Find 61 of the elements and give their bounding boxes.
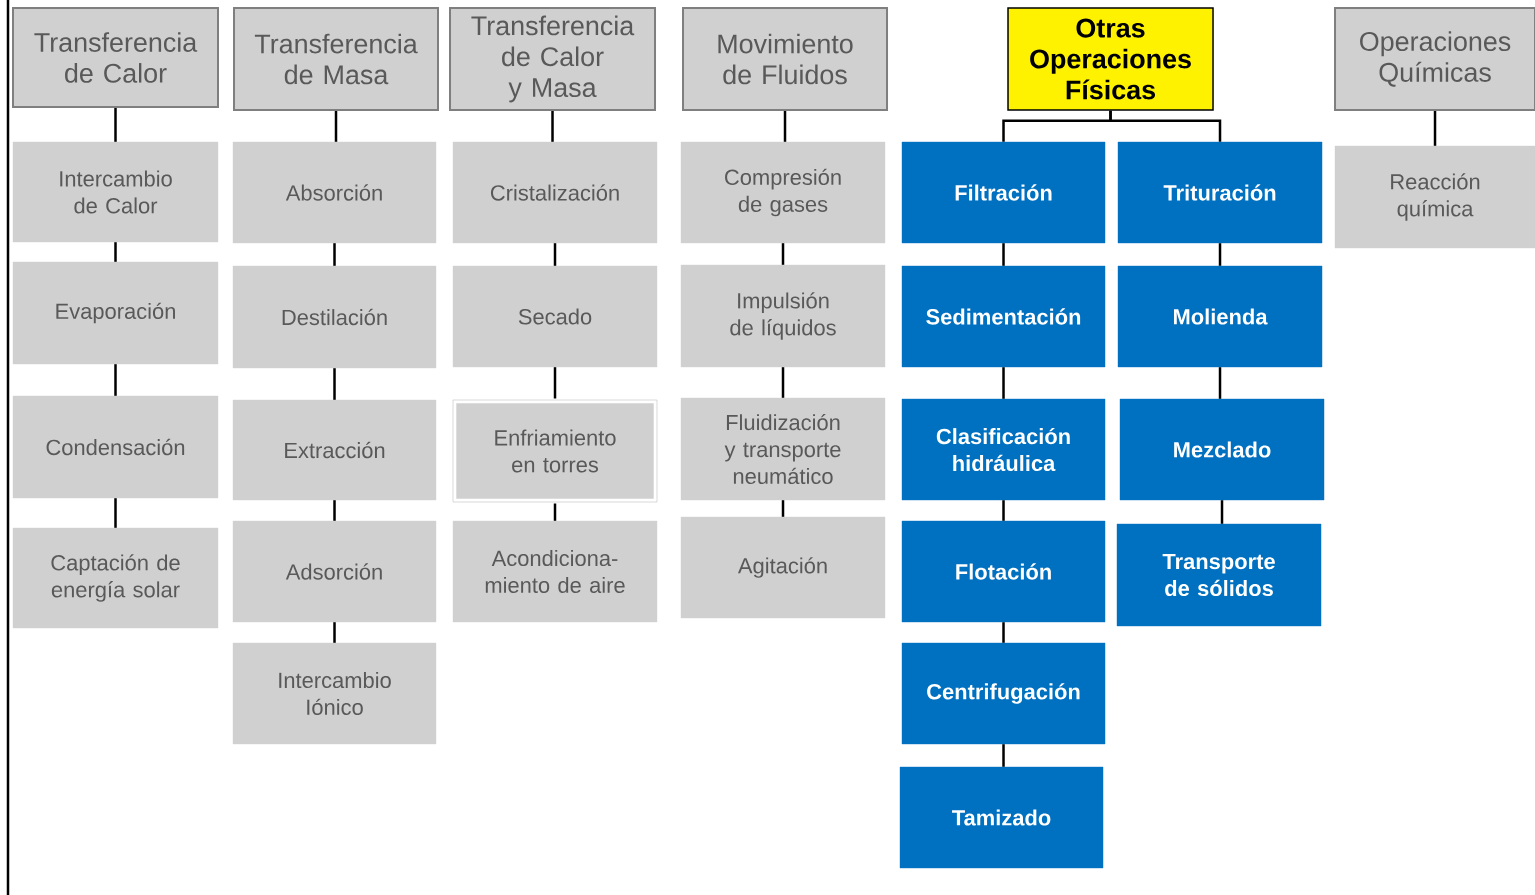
operation-box: Fluidización y transporte neumático <box>680 397 886 501</box>
operation-box: Flotación <box>901 520 1106 623</box>
operation-box: Acondiciona-miento de aire <box>452 520 658 623</box>
connector-line <box>551 111 554 142</box>
connector-line <box>114 364 117 396</box>
operation-box: Reacción química <box>1334 145 1535 249</box>
connector-line <box>783 111 787 142</box>
operation-box: Tamizado <box>899 766 1104 869</box>
operation-box: Compresión de gases <box>680 141 886 244</box>
operation-box: Clasificación hidráulica <box>901 398 1106 501</box>
header-box: Transferencia de Calor y Masa <box>449 7 656 111</box>
connector-line <box>1433 111 1437 146</box>
operation-box: Sedimentación <box>901 265 1106 368</box>
operation-box: Secado <box>452 265 658 368</box>
connector-line <box>114 108 117 142</box>
operation-box: Extracción <box>232 399 437 501</box>
operation-box: Captación de energía solar <box>12 527 219 629</box>
connector-line <box>1002 243 1005 266</box>
operation-box: Destilación <box>232 265 437 369</box>
connector-line <box>333 368 336 400</box>
connector-line <box>333 243 336 266</box>
operation-box: Absorción <box>232 141 437 244</box>
operation-box: Cristalización <box>452 141 658 244</box>
connector-line <box>1002 500 1005 521</box>
connector-line <box>1002 367 1005 399</box>
header-box: Transferencia de Calor <box>12 7 219 108</box>
connector-line <box>1002 622 1005 643</box>
connector-line <box>781 500 785 517</box>
connector-line <box>781 367 785 398</box>
operation-box: Impulsión de líquidos <box>680 264 886 368</box>
operation-box: Intercambio Iónico <box>232 642 437 745</box>
header-box: Operaciones Químicas <box>1334 7 1535 111</box>
connector-line <box>114 498 117 528</box>
connector-line <box>1109 110 1222 142</box>
operation-box: Transporte de sólidos <box>1116 523 1322 627</box>
connector-line <box>114 242 117 262</box>
operation-box: Centrifugación <box>901 642 1106 745</box>
connector-line <box>1218 243 1222 266</box>
operation-box: Agitación <box>680 516 886 619</box>
connector-line <box>553 243 557 266</box>
operation-box: Evaporación <box>12 261 219 365</box>
connector-line <box>553 503 557 521</box>
connector-line <box>333 622 336 643</box>
connector-line <box>1218 367 1222 399</box>
connector-line <box>333 500 336 521</box>
connector-line <box>553 367 557 399</box>
operation-box: Molienda <box>1117 265 1323 368</box>
connector-line <box>334 111 338 142</box>
header-box: Otras Operaciones Físicas <box>1007 7 1214 111</box>
operation-box: Filtración <box>901 141 1106 244</box>
operation-box: Condensación <box>12 395 219 499</box>
connector-line <box>1220 500 1224 524</box>
header-box: Movimiento de Fluidos <box>682 7 888 111</box>
connector-line <box>781 243 785 265</box>
connector-line <box>1002 744 1005 767</box>
operation-box: Trituración <box>1117 141 1323 244</box>
operation-box: Intercambio de Calor <box>12 141 219 243</box>
header-box: Transferencia de Masa <box>233 7 439 111</box>
operation-box: Enfriamiento en torres <box>449 396 661 506</box>
operation-box: Adsorción <box>232 520 437 623</box>
operation-box: Mezclado <box>1119 398 1325 501</box>
